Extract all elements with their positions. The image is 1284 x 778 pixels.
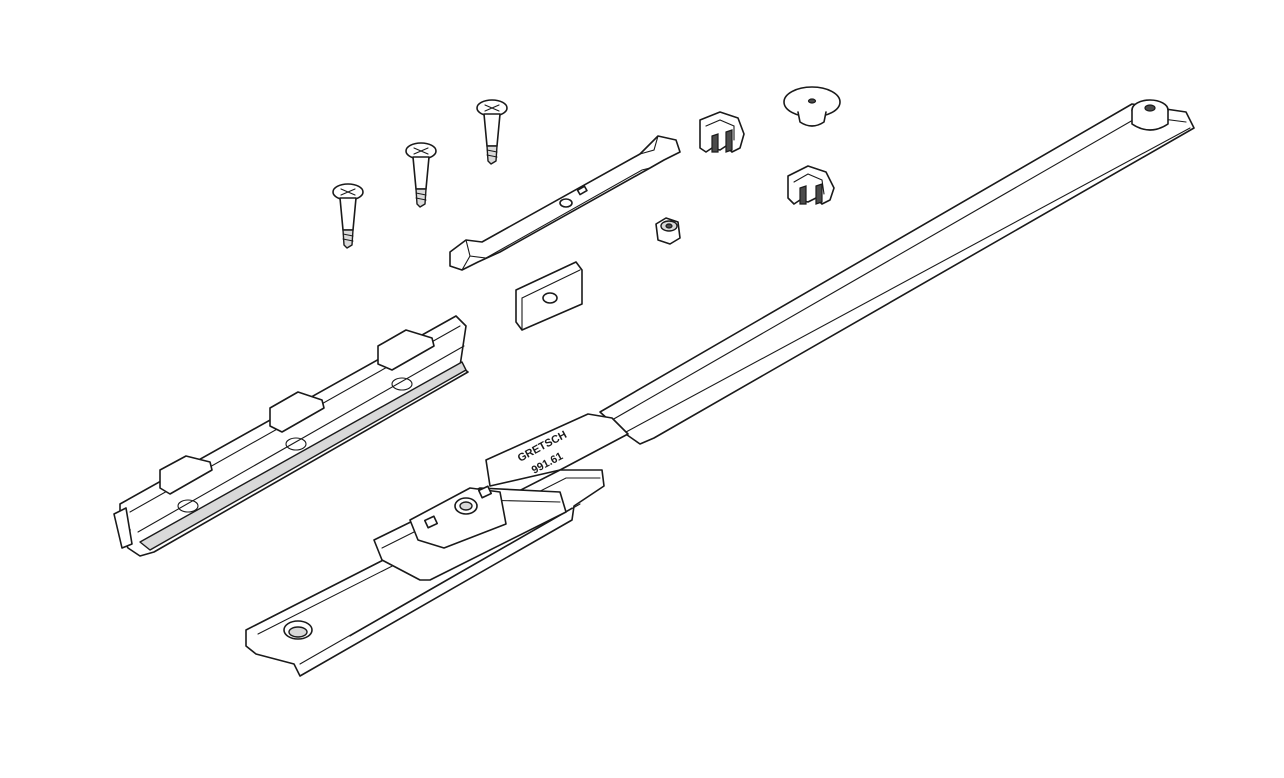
guide-rail: [113, 315, 469, 557]
screw-left: [332, 183, 364, 249]
screw-middle: [405, 142, 437, 208]
bracket-plate: [449, 135, 681, 271]
clip-bottom: [787, 165, 835, 205]
clip-top: [699, 111, 745, 153]
slider-body: [245, 469, 605, 677]
round-cap: [783, 86, 841, 127]
stay-arm: [485, 99, 1195, 487]
screw-right: [476, 99, 508, 165]
slide-block: [515, 261, 583, 331]
bushing: [655, 217, 681, 245]
